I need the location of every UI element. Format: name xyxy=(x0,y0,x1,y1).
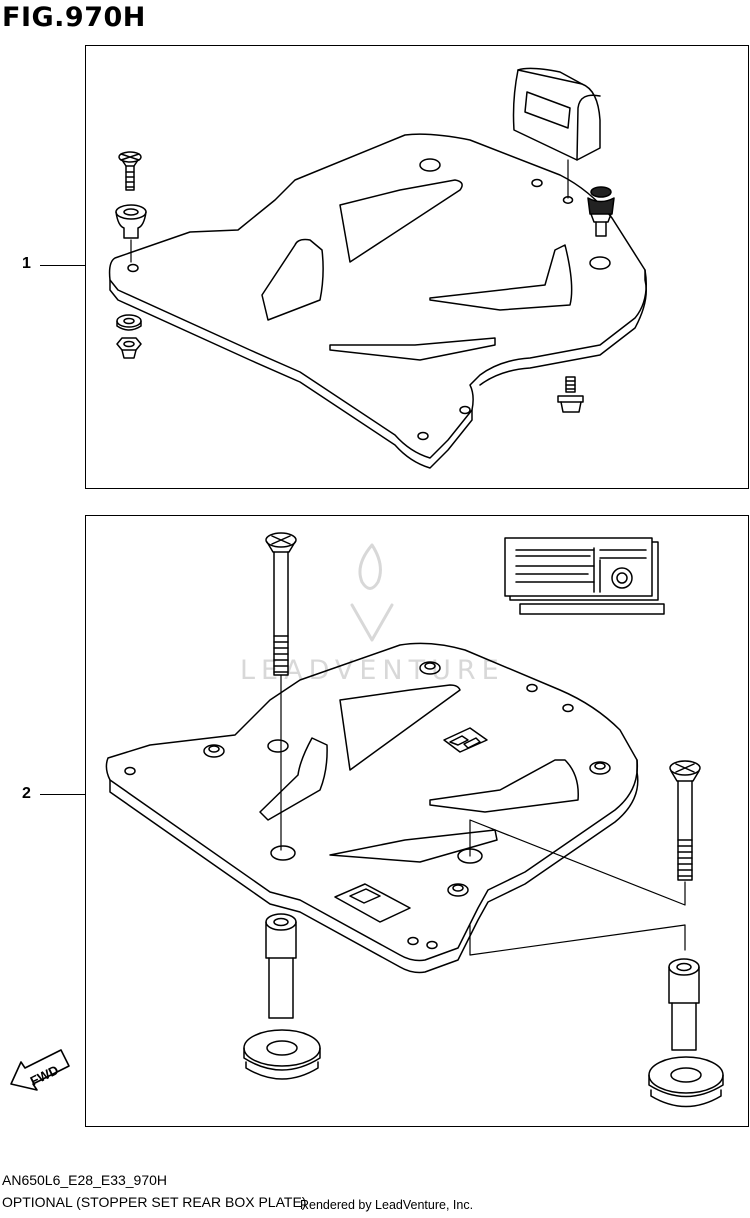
long-bolt-right xyxy=(669,760,701,881)
stopper-plate-outline xyxy=(108,133,647,469)
box-plate-outline xyxy=(105,642,639,974)
washer xyxy=(116,314,142,331)
grommet-right xyxy=(648,1056,724,1108)
nut-cushion xyxy=(116,337,142,359)
diagram-code: AN650L6_E28_E33_970H xyxy=(2,1172,168,1188)
callout-number-1[interactable]: 1 xyxy=(22,255,31,272)
stopper-plate-holes xyxy=(127,158,611,441)
collar-right xyxy=(668,958,700,1051)
box-plate-holes xyxy=(124,661,611,950)
collar-left xyxy=(265,913,297,1019)
render-credit: Rendered by LeadVenture, Inc. xyxy=(300,1198,474,1212)
figure-title: FIG.970H xyxy=(2,2,146,33)
brand-logo-emblem xyxy=(443,727,488,753)
callout-number-2[interactable]: 2 xyxy=(22,785,31,802)
rubber-cushion-top xyxy=(115,204,147,239)
watermark-logo xyxy=(350,543,394,642)
callout-leader-2 xyxy=(40,794,85,795)
flat-screw-small xyxy=(118,151,142,191)
box-plate-cutouts xyxy=(259,684,579,863)
diagram-description: OPTIONAL (STOPPER SET REAR BOX PLATE) xyxy=(2,1194,307,1210)
callout-leader-1 xyxy=(40,265,85,266)
stopper-bolt-knob xyxy=(587,186,615,237)
stopper-block xyxy=(512,67,601,161)
grommet-left xyxy=(243,1029,321,1080)
long-bolt-left xyxy=(265,532,297,676)
caution-label-small xyxy=(334,883,411,923)
fwd-arrow-icon: FWD xyxy=(10,1049,70,1091)
stopper-plate-slots xyxy=(261,179,573,361)
warning-label-card xyxy=(504,537,665,615)
flange-bolt xyxy=(557,376,584,413)
diagram-panel-rear-box-plate xyxy=(85,515,749,1127)
diagram-panel-stopper-set xyxy=(85,45,749,489)
